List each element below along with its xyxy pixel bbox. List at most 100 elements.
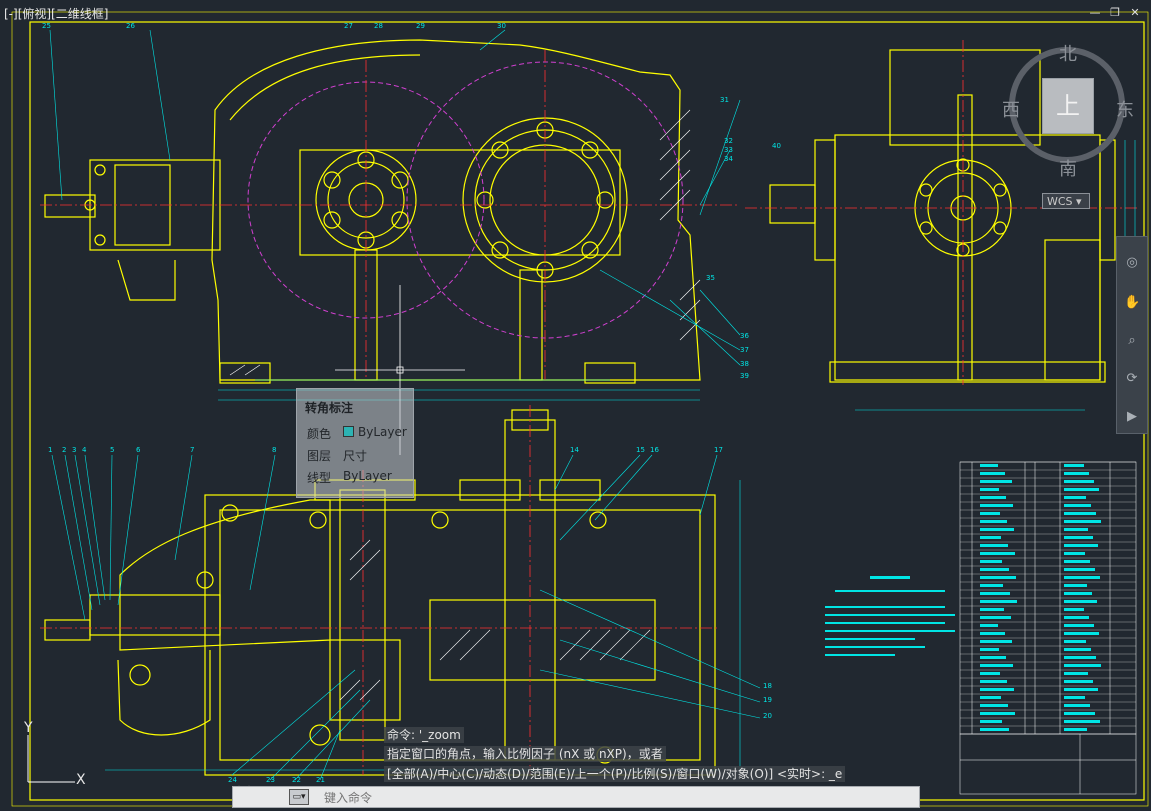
bom-cell-mark (1064, 664, 1101, 667)
svg-text:7: 7 (190, 446, 194, 454)
bom-cell-mark (1064, 488, 1099, 491)
zoom-icon[interactable]: ⌕ (1128, 333, 1136, 348)
bom-rows (960, 461, 1136, 731)
svg-text:15: 15 (636, 446, 645, 454)
svg-text:37: 37 (740, 346, 749, 354)
bom-cell-mark (980, 584, 1003, 587)
svg-text:25: 25 (42, 22, 51, 30)
viewport-controls-label[interactable]: [-][俯视][二维线框] (4, 7, 109, 21)
viewcube-east[interactable]: 东 (1116, 100, 1134, 121)
drawing-outer-frame (11, 11, 1149, 807)
side-dimensions (855, 140, 1136, 411)
bom-cell-mark (980, 688, 1014, 691)
plan-centerlines (40, 405, 720, 775)
svg-text:39: 39 (740, 372, 749, 380)
bom-cell-mark (980, 488, 999, 491)
bom-cell-mark (980, 552, 1015, 555)
svg-text:32: 32 (724, 137, 733, 145)
bom-cell-mark (980, 528, 1014, 531)
bom-cell-mark (1064, 696, 1085, 699)
svg-text:19: 19 (763, 696, 772, 704)
bom-cell-mark (1064, 640, 1086, 643)
svg-text:26: 26 (126, 22, 135, 30)
svg-text:34: 34 (724, 155, 733, 163)
bom-cell-mark (980, 648, 999, 651)
minimize-icon[interactable]: — (1089, 6, 1101, 19)
bom-cell-mark (980, 600, 1017, 603)
bom-cell-mark (1064, 608, 1084, 611)
tooltip-layer-label: 图层 (307, 449, 332, 463)
bom-cell-mark (1064, 520, 1101, 523)
tooltip-color-label: 颜色 (307, 427, 332, 441)
svg-text:17: 17 (714, 446, 723, 454)
bom-cell-mark (1064, 672, 1088, 675)
bom-cell-mark (980, 568, 1009, 571)
steering-wheel-icon[interactable]: ◎ (1126, 255, 1138, 270)
svg-text:16: 16 (650, 446, 659, 454)
command-history-line: 命令: '_zoom (384, 727, 464, 743)
ucs-y-label: Y (24, 720, 33, 736)
bom-cell-mark (980, 480, 1012, 483)
wcs-menu-button[interactable]: WCS ▾ (1042, 193, 1090, 209)
bom-cell-mark (980, 520, 1007, 523)
bom-cell-mark (980, 608, 1004, 611)
bom-cell-mark (980, 632, 1005, 635)
command-history-line: 指定窗口的角点，输入比例因子 (nX 或 nXP)，或者 (384, 746, 666, 762)
bom-cell-mark (980, 560, 1002, 563)
bom-table (959, 461, 1137, 795)
viewcube-west[interactable]: 西 (1002, 100, 1020, 121)
command-input[interactable] (322, 788, 886, 808)
svg-text:29: 29 (416, 22, 425, 30)
color-swatch-icon (343, 426, 354, 437)
front-centerlines (40, 50, 740, 380)
command-history-toggle-icon[interactable]: ▭▾ (289, 789, 309, 805)
bom-cell-mark (980, 656, 1006, 659)
bom-cell-mark (1064, 592, 1092, 595)
svg-text:35: 35 (706, 274, 715, 282)
svg-text:20: 20 (763, 712, 772, 720)
viewcube-north[interactable]: 北 (1059, 44, 1077, 65)
bom-cell-mark (980, 664, 1013, 667)
pan-icon[interactable]: ✋ (1124, 295, 1141, 310)
restore-icon[interactable]: ❐ (1110, 6, 1120, 19)
bom-cell-mark (980, 616, 1011, 619)
bom-cell-mark (980, 544, 1008, 547)
tooltip-linetype-label: 线型 (307, 471, 332, 485)
bom-cell-mark (980, 696, 1001, 699)
svg-text:22: 22 (292, 776, 301, 784)
command-history-line: [全部(A)/中心(C)/动态(D)/范围(E)/上一个(P)/比例(S)/窗口… (384, 766, 846, 782)
wcs-label: WCS (1047, 195, 1073, 208)
bom-cell-mark (980, 712, 1015, 715)
bom-cell-mark (980, 464, 998, 467)
drawing-frame (29, 21, 1145, 801)
bom-cell-mark (1064, 472, 1089, 475)
showmotion-icon[interactable]: ▶ (1127, 409, 1137, 424)
svg-text:38: 38 (740, 360, 749, 368)
svg-text:8: 8 (272, 446, 276, 454)
bom-cell-mark (1064, 512, 1096, 515)
svg-text:6: 6 (136, 446, 141, 454)
bom-cell-mark (1064, 504, 1091, 507)
viewcube-ring[interactable] (1009, 47, 1125, 163)
bom-cell-mark (980, 624, 998, 627)
bom-cell-mark (1064, 536, 1093, 539)
bom-cell-mark (980, 472, 1005, 475)
bom-cell-mark (1064, 528, 1088, 531)
svg-text:30: 30 (497, 22, 506, 30)
orbit-icon[interactable]: ⟳ (1126, 371, 1138, 386)
svg-text:5: 5 (110, 446, 114, 454)
bom-cell-mark (980, 536, 1001, 539)
svg-text:36: 36 (740, 332, 749, 340)
bom-cell-mark (980, 728, 1009, 731)
bom-cell-mark (1064, 688, 1098, 691)
viewcube-top-face[interactable]: 上 (1042, 78, 1094, 134)
bom-cell-mark (1064, 648, 1091, 651)
rollover-tooltip: 转角标注 颜色 ByLayer 图层 尺寸 线型 ByLayer (296, 388, 414, 498)
ucs-icon (27, 735, 75, 783)
viewcube-south[interactable]: 南 (1059, 159, 1077, 180)
close-icon[interactable]: ✕ (1130, 6, 1140, 19)
technical-notes (825, 576, 955, 656)
bom-cell-mark (980, 496, 1006, 499)
